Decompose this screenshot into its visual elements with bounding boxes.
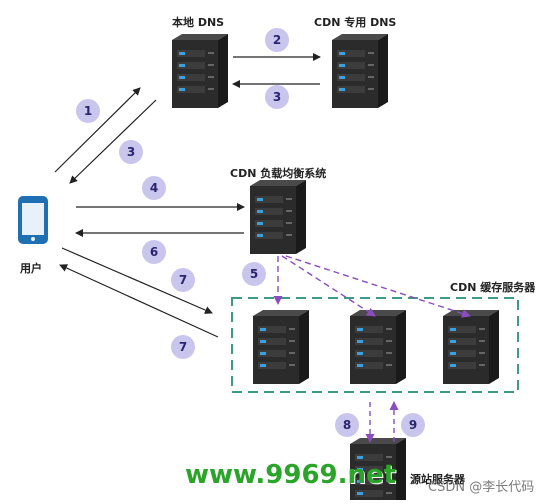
cdn-cache-label: CDN 缓存服务器 [450,281,536,294]
step-badge: 1 [84,104,92,118]
step-badge: 4 [150,181,158,195]
cdn-lb-server-icon [250,180,306,254]
cache-server-3-icon [443,310,499,384]
step-badge: 3 [127,145,135,159]
step-badge: 8 [343,418,351,432]
step-badge: 7 [179,273,187,287]
step-badge: 6 [150,245,158,259]
cdn-dns-server-icon [332,34,388,108]
step-badge: 7 [179,340,187,354]
step-badge: 5 [250,267,258,281]
step-badge: 2 [273,33,281,47]
local-dns-label: 本地 DNS [172,16,225,29]
step-badges: 1 3 2 3 4 6 7 7 5 8 9 [76,28,425,437]
cache-server-1-icon [253,310,309,384]
step-badge: 3 [273,90,281,104]
step-badge: 9 [409,418,417,432]
cdn-dns-label: CDN 专用 DNS [314,16,397,29]
cache-server-2-icon [350,310,406,384]
arrow-3-user [69,99,157,184]
user-label: 用户 [20,262,42,275]
arrow-5-c [285,255,471,318]
arrow-7-request [61,247,213,314]
cdn-cache-group-border [231,297,519,393]
arrow-7-response [59,264,219,338]
cdn-lb-label: CDN 负载均衡系统 [230,167,327,180]
watermark-site: www.9969.net [185,460,397,490]
watermark-author: CSDN @李长代码 [428,480,535,495]
phone-icon [18,196,48,244]
arrow-5-b [281,255,376,317]
local-dns-server-icon [172,34,228,108]
origin-label: 源站服务器 [410,473,465,486]
arrow-1 [54,87,141,173]
